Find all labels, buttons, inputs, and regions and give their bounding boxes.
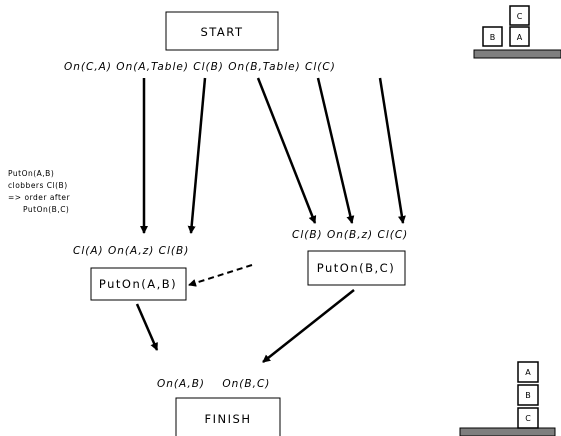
link-start-to-puton-bc-1 xyxy=(256,77,317,224)
link-start-to-puton-bc-2 xyxy=(316,77,355,224)
link-start-to-puton-ab-2 xyxy=(187,77,207,234)
puton-ab-node: PutOn(A,B) xyxy=(90,267,187,301)
finish-node: FINISH xyxy=(175,397,281,436)
start-conditions: On(C,A) On(A,Table) Cl(B) On(B,Table) Cl… xyxy=(64,61,336,73)
svg-text:C: C xyxy=(525,414,531,423)
finish-label: FINISH xyxy=(205,412,252,426)
note-line-4: PutOn(B,C) xyxy=(23,205,69,214)
causal-links xyxy=(140,77,406,234)
link-start-to-puton-bc-3 xyxy=(378,77,406,224)
puton-ab-label: PutOn(A,B) xyxy=(99,277,177,291)
start-node: START xyxy=(165,11,279,51)
start-label: START xyxy=(201,25,244,39)
table-bottom xyxy=(459,427,556,436)
puton-bc-label: PutOn(B,C) xyxy=(317,261,395,275)
block-a xyxy=(509,26,530,47)
note-line-2: clobbers Cl(B) xyxy=(8,181,68,190)
block-c xyxy=(509,5,530,26)
svg-text:B: B xyxy=(490,33,496,42)
link-puton-bc-to-finish xyxy=(262,289,355,363)
ordering-constraint-arrow xyxy=(188,264,253,287)
finish-conditions: On(A,B) On(B,C) xyxy=(157,378,270,390)
initial-state-illustration: B A C xyxy=(473,5,561,59)
block-b-goal xyxy=(517,384,539,406)
puton-bc-node: PutOn(B,C) xyxy=(307,250,406,286)
goal-state-illustration: A B C xyxy=(459,361,556,436)
block-b xyxy=(482,26,503,47)
svg-text:C: C xyxy=(517,12,523,21)
puton-bc-preconditions: Cl(B) On(B,z) Cl(C) xyxy=(292,229,408,241)
note-line-1: PutOn(A,B) xyxy=(8,169,54,178)
link-puton-ab-to-finish xyxy=(135,303,159,351)
puton-ab-preconditions: Cl(A) On(A,z) Cl(B) xyxy=(73,245,189,257)
svg-text:A: A xyxy=(525,368,531,377)
svg-text:A: A xyxy=(517,33,523,42)
note-line-3: => order after xyxy=(8,193,70,202)
block-a-goal xyxy=(517,361,539,383)
svg-text:B: B xyxy=(525,391,531,400)
block-c-goal xyxy=(517,407,539,429)
clobber-note: PutOn(A,B) clobbers Cl(B) => order after… xyxy=(8,169,70,214)
table-top xyxy=(473,49,561,59)
